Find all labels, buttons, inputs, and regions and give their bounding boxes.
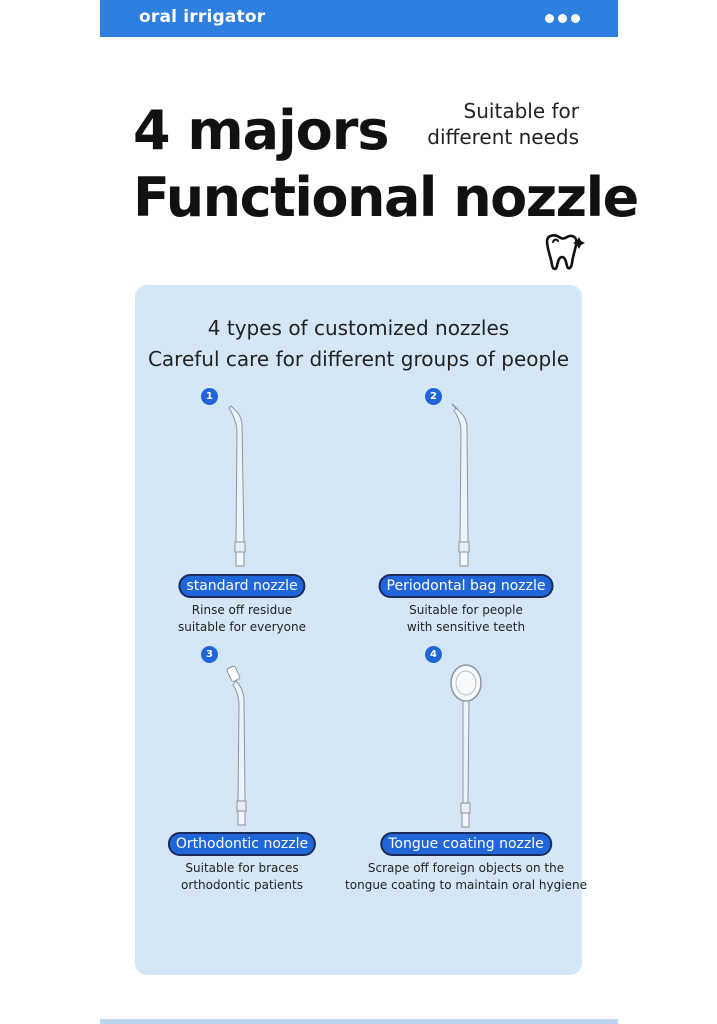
desc-line2: suitable for everyone: [178, 620, 306, 634]
standard-nozzle-image: [228, 405, 246, 567]
nozzle-label-pill: standard nozzle: [178, 574, 306, 598]
orthodontic-nozzle-image: [226, 665, 247, 826]
desc-line1: Suitable for people: [409, 603, 523, 617]
top-bar: oral irrigator: [100, 0, 618, 37]
nozzle-label-pill: Tongue coating nozzle: [380, 832, 552, 856]
side-caption-line1: Suitable for: [463, 99, 579, 123]
nozzle-description: Scrape off foreign objects on the tongue…: [345, 860, 587, 894]
headline-line2: Functional nozzle: [133, 166, 639, 229]
periodontal-nozzle-image: [451, 403, 470, 567]
headline-line1: 4 majors: [133, 99, 389, 162]
bottom-divider: [100, 1019, 618, 1024]
nozzle-description: Suitable for braces orthodontic patients: [181, 860, 303, 894]
nozzle-label-pill: Orthodontic nozzle: [167, 832, 317, 856]
more-dots-icon[interactable]: [545, 14, 580, 23]
desc-line1: Suitable for braces: [185, 861, 299, 875]
desc-line1: Scrape off foreign objects on the: [367, 861, 565, 875]
tongue-coating-nozzle-image: [450, 664, 482, 828]
app-title: oral irrigator: [139, 7, 266, 27]
panel-title-line2: Careful care for different groups of peo…: [147, 347, 570, 371]
nozzle-description: Suitable for people with sensitive teeth: [407, 602, 525, 636]
nozzle-number-badge: 4: [425, 646, 442, 663]
nozzle-description: Rinse off residue suitable for everyone: [178, 602, 306, 636]
panel-title-line1: 4 types of customized nozzles: [207, 316, 510, 340]
side-caption-line2: different needs: [427, 125, 579, 149]
desc-line1: Rinse off residue: [191, 603, 293, 617]
tooth-sparkle-icon: [545, 234, 585, 271]
nozzle-number-badge: 2: [425, 388, 442, 405]
desc-line2: tongue coating to maintain oral hygiene: [345, 878, 587, 892]
nozzle-number-badge: 3: [201, 646, 218, 663]
nozzle-label-pill: Periodontal bag nozzle: [378, 574, 554, 598]
side-caption: Suitable for different needs: [427, 98, 579, 150]
desc-line2: with sensitive teeth: [406, 620, 526, 634]
desc-line2: orthodontic patients: [181, 878, 303, 892]
nozzle-number-badge: 1: [201, 388, 218, 405]
